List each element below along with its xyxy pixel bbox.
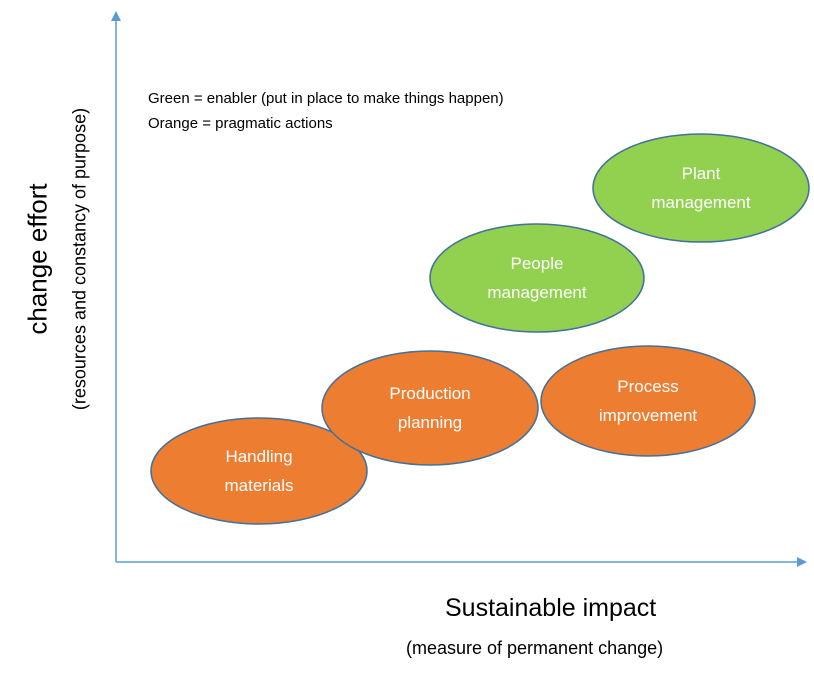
plant-management-label-line: management (651, 193, 751, 212)
production-planning-label-line: planning (397, 413, 463, 432)
people-management-label-line: management (487, 283, 587, 302)
people-management-label: People management (430, 224, 644, 332)
process-improvement-ellipse (540, 345, 756, 457)
process-improvement-label-line: improvement (598, 406, 698, 425)
y-axis-title: change effort (22, 183, 53, 335)
production-planning-label-line: Production (389, 384, 471, 403)
process-improvement-label-line: Process (617, 377, 679, 396)
plant-management-ellipse (592, 133, 810, 243)
production-planning-label: Production planning (322, 351, 538, 465)
handling-materials-label: Handling materials (151, 418, 367, 524)
legend-orange-text: Orange = pragmatic actions (148, 115, 333, 132)
y-axis-subtitle: (resources and constancy of purpose) (69, 107, 90, 411)
production-planning-ellipse (321, 350, 539, 466)
handling-materials-label-line: Handling (225, 447, 293, 466)
plant-management-label-line: Plant (681, 164, 721, 183)
x-axis-title: Sustainable impact (445, 594, 657, 622)
handling-materials-ellipse (150, 417, 368, 525)
x-axis-subtitle: (measure of permanent change) (406, 638, 664, 658)
people-management-ellipse (429, 223, 645, 333)
plant-management-label: Plant management (593, 134, 809, 242)
process-improvement-label: Process improvement (541, 346, 755, 456)
legend-green-text: Green = enabler (put in place to make th… (148, 90, 504, 107)
people-management-label-line: People (510, 254, 564, 273)
handling-materials-label-line: materials (224, 476, 294, 495)
